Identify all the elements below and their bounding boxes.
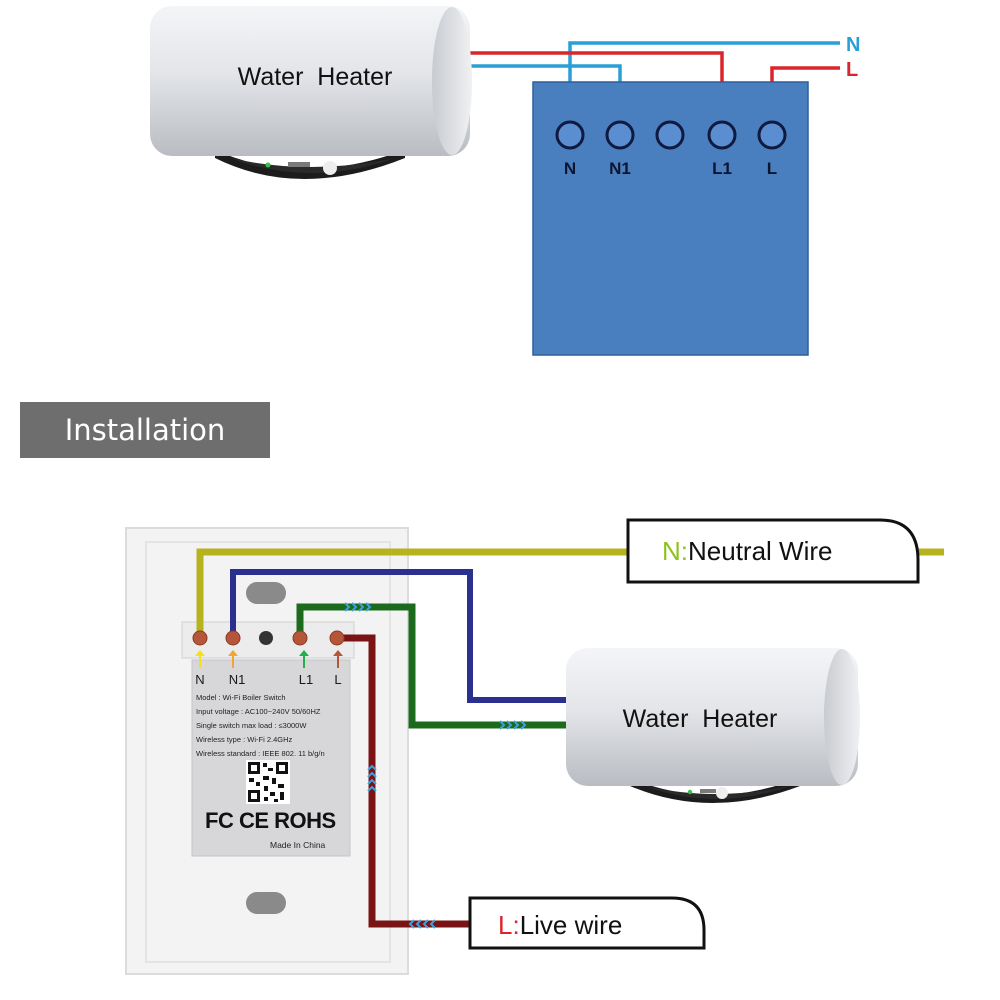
switch-terminal-label-n: N [195,672,204,687]
top-heater-label: Water Heater [238,63,393,91]
switch-terminal-n1 [225,630,241,646]
installation-section-header: Installation [20,402,270,458]
switch-terminal-l1 [292,630,308,646]
top-wiring-diagram: N L Water Heater N N1 [150,6,860,356]
terminal-label-l: L [767,159,777,178]
top-heater-control-panel [215,150,405,179]
live-callout-text: Live wire [520,910,623,940]
terminal-n [555,120,585,150]
live-callout-prefix: L: [498,910,520,940]
mount-slot-bottom [246,892,286,914]
neutral-wire [196,548,628,638]
label-panel [191,659,351,857]
spec-model: Model : Wi-Fi Boiler Switch [196,693,286,702]
top-terminal-screws [555,120,787,150]
switch-terminal-n [192,630,208,646]
top-switch-module: N N1 L1 L [532,81,809,356]
certification-marks: FC CE ROHS [205,808,336,833]
switch-terminal-label-l1: L1 [299,672,313,687]
top-water-heater: Water Heater [150,6,472,179]
terminal-label-l1: L1 [712,159,732,178]
live-wire-callout: L:Live wire [468,896,706,950]
spec-max-load: Single switch max load : ≤3000W [196,721,307,730]
bottom-heater-tank [566,648,858,786]
terminal-label-n: N [564,159,576,178]
top-heater-end-cap [432,7,472,155]
live-callout-box [468,896,706,950]
top-l-wire-label: L [846,59,858,81]
terminal-l1 [707,120,737,150]
installation-title: Installation [64,413,226,447]
made-in-label: Made In China [270,840,326,850]
bottom-heater-label: Water Heater [623,705,778,733]
top-n-wire-label: N [846,34,860,56]
neutral-callout-prefix: N: [662,536,688,566]
top-heater-knob [323,161,337,175]
bottom-water-heater: Water Heater [566,648,860,803]
bottom-heater-knob [716,787,728,799]
neutral-callout-text: Neutral Wire [688,536,832,566]
wall-plate [125,527,409,975]
spec-wireless-type: Wireless type : Wi-Fi 2.4GHz [196,735,293,744]
terminal-pointer-arrows [195,650,343,668]
terminal-empty [655,120,685,150]
neutral-wire-callout: N:Neutral Wire [626,518,920,584]
flow-arrows [344,602,527,929]
bottom-wiring-diagram: N N1 L1 L Model : Wi-Fi Boiler Switch In… [125,518,944,975]
switch-terminals [192,630,345,646]
switch-terminal-label-n1: N1 [229,672,246,687]
heater-neutral-wire [230,569,570,703]
spec-input-voltage: Input voltage : AC100~240V 50/60HZ [196,707,321,716]
switch-terminal-label-l: L [334,672,341,687]
mount-slot-top [246,582,286,604]
neutral-callout-box [626,518,920,584]
top-heater-tank [150,6,470,156]
qr-code [246,760,290,804]
bottom-heater-end-cap [824,649,860,785]
svg-text:L:Live wire: L:Live wire [498,910,622,940]
heater-live-wire [296,603,570,729]
switch-terminal-l [329,630,345,646]
terminal-n1 [605,120,635,150]
terminal-l [757,120,787,150]
spec-wireless-standard: Wireless standard : IEEE 802. 11 b/g/n [196,749,325,758]
terminal-label-n1: N1 [609,159,631,178]
bottom-heater-control-panel [630,778,800,803]
svg-text:N:Neutral Wire: N:Neutral Wire [662,536,832,566]
